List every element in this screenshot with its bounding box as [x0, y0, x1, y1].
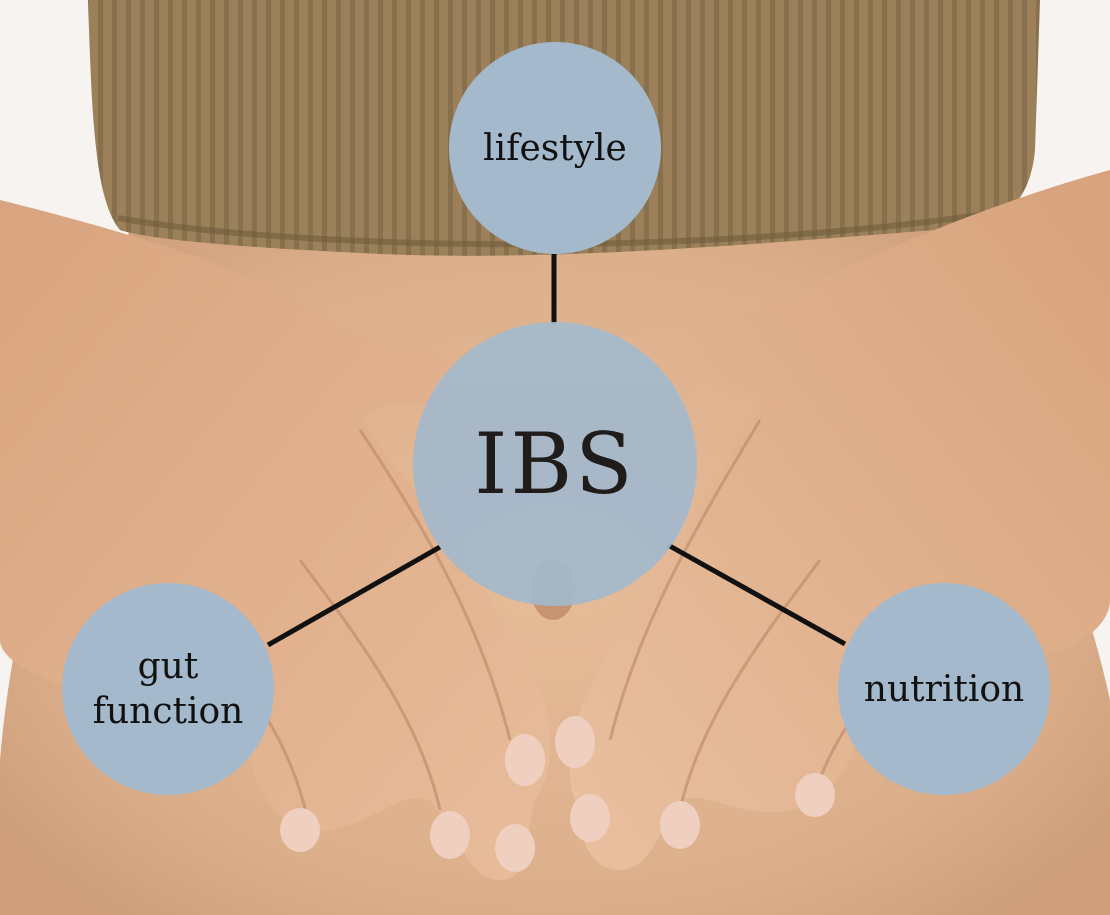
node-nutrition-label: nutrition: [863, 668, 1025, 710]
node-gut-function: gut function: [62, 583, 274, 795]
edge-ibs-nutrition: [666, 542, 847, 647]
right-hand-shape: [569, 170, 1110, 870]
node-ibs-label: IBS: [474, 415, 636, 513]
node-lifestyle: lifestyle: [449, 42, 661, 254]
node-nutrition: nutrition: [838, 583, 1050, 795]
node-ibs: IBS: [413, 322, 697, 606]
node-gut-function-line-1: gut: [137, 646, 199, 687]
edge-ibs-gut-function: [266, 544, 442, 648]
node-gut-function-line-2: function: [92, 691, 244, 732]
left-hand-shape: [0, 200, 551, 880]
node-lifestyle-label: lifestyle: [483, 127, 627, 169]
